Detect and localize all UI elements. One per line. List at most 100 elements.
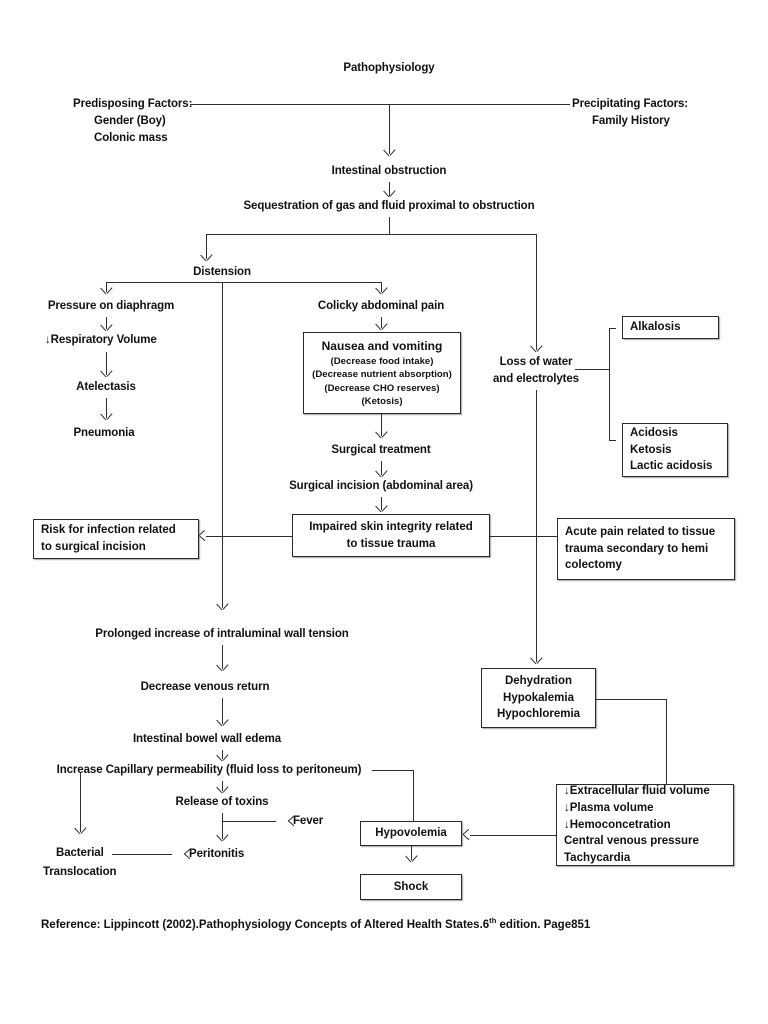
connector-capillary-to-toxins <box>222 781 224 791</box>
acidosis-line-2: Ketosis <box>630 443 672 456</box>
connector-dehydration-elbow-h <box>596 699 667 701</box>
box-alkalosis: Alkalosis <box>622 316 719 339</box>
node-fever: Fever <box>293 815 324 827</box>
loss-of-water-branch-bus <box>609 328 611 440</box>
hypovolemia-line-1: Hypovolemia <box>375 827 447 840</box>
connector-toxins-to-peritonitis <box>222 813 224 839</box>
acidosis-line-3: Lactic acidosis <box>630 460 713 473</box>
factors-connector-line <box>190 104 570 106</box>
node-release-of-toxins: Release of toxins <box>175 796 269 808</box>
connector-fluid-volume-to-hypovolemia <box>470 835 556 837</box>
node-intestinal-obstruction: Intestinal obstruction <box>331 165 447 177</box>
acute-pain-line-1: Acute pain related to tissue <box>565 525 716 538</box>
box-impaired-skin-integrity: Impaired skin integrity related to tissu… <box>292 514 490 557</box>
sequestration-split-bus <box>206 234 536 236</box>
node-surgical-treatment: Surgical treatment <box>331 444 431 456</box>
node-pressure-on-diaphragm: Pressure on diaphragm <box>47 300 175 312</box>
node-loss-of-water-line2: and electrolytes <box>493 373 579 385</box>
connector-incision-to-impaired-skin <box>381 497 383 510</box>
box-dehydration: Dehydration Hypokalemia Hypochloremia <box>481 668 596 728</box>
dehydration-line-3: Hypochloremia <box>496 708 581 721</box>
connector-factors-to-obstruction <box>389 104 391 154</box>
node-decrease-venous-return: Decrease venous return <box>140 681 270 693</box>
connector-treatment-to-incision <box>381 461 383 475</box>
node-peritonitis: Peritonitis <box>189 848 245 860</box>
connector-edema-to-capillary <box>222 750 224 759</box>
node-sequestration: Sequestration of gas and fluid proximal … <box>243 200 535 212</box>
connector-capillary-elbow-v <box>413 770 415 821</box>
connector-bacterial-to-peritonitis <box>112 854 172 856</box>
acidosis-line-1: Acidosis <box>630 426 678 439</box>
connector-loss-of-water-to-dehydration <box>536 390 538 662</box>
acute-pain-line-3: colectomy <box>565 559 622 572</box>
node-respiratory-volume-label: Respiratory Volume <box>50 334 157 346</box>
predisposing-factors-label: Predisposing Factors: <box>73 98 193 110</box>
node-bowel-wall-edema: Intestinal bowel wall edema <box>132 733 282 745</box>
decrease-arrow-glyph: ↓ <box>45 334 51 346</box>
connector-dehydration-elbow-v <box>666 699 668 784</box>
connector-toxins-to-fever <box>222 821 276 823</box>
node-respiratory-volume: ↓Respiratory Volume <box>45 333 157 348</box>
connector-sequestration-stem <box>389 217 391 234</box>
node-distension: Distension <box>193 266 251 278</box>
box-acidosis: Acidosis Ketosis Lactic acidosis <box>622 423 728 477</box>
nausea-line-4: (Ketosis) <box>361 395 403 407</box>
node-atelectasis: Atelectasis <box>76 381 136 393</box>
connector-venous-return-to-edema <box>222 698 224 724</box>
reference-prefix: Reference: Lippincott (2002).Pathophysio… <box>41 918 490 931</box>
connector-impaired-skin-to-acute-pain <box>490 536 564 538</box>
impaired-skin-line-1: Impaired skin integrity related <box>309 520 473 533</box>
nausea-line-1: (Decrease food intake) <box>330 356 434 368</box>
nausea-line-2: (Decrease nutrient absorption) <box>312 369 452 381</box>
box-nausea-and-vomiting: Nausea and vomiting (Decrease food intak… <box>303 332 461 414</box>
connector-hypovolemia-to-shock <box>411 846 413 860</box>
precipitating-factor-family-history: Family History <box>592 115 670 127</box>
reference-note: Reference: Lippincott (2002).Pathophysio… <box>41 916 590 931</box>
node-capillary-permeability: Increase Capillary permeability (fluid l… <box>56 764 362 776</box>
nausea-line-3: (Decrease CHO reserves) <box>324 382 440 394</box>
connector-impaired-skin-to-risk-infection <box>206 536 292 538</box>
connector-obstruction-to-sequestration <box>389 182 391 196</box>
connector-respiratory-volume-to-atelectasis <box>106 352 108 375</box>
fluid-volume-line-5: Tachycardia <box>564 852 631 865</box>
impaired-skin-line-2: to tissue trauma <box>346 537 436 550</box>
predisposing-factor-colonic-mass: Colonic mass <box>94 132 168 144</box>
node-surgical-incision: Surgical incision (abdominal area) <box>289 480 473 492</box>
node-loss-of-water-line1: Loss of water <box>499 356 573 368</box>
connector-atelectasis-to-pneumonia <box>106 398 108 418</box>
box-acute-pain: Acute pain related to tissue trauma seco… <box>557 518 735 580</box>
dehydration-line-2: Hypokalemia <box>503 691 574 704</box>
alkalosis-line-1: Alkalosis <box>630 321 681 334</box>
fluid-volume-line-4: Central venous pressure <box>564 835 699 848</box>
connector-capillary-to-bacterial <box>80 772 82 832</box>
precipitating-factors-label: Precipitating Factors: <box>572 98 689 110</box>
connector-distension-left-leg <box>106 282 108 292</box>
connector-colicky-to-nausea <box>381 317 383 328</box>
risk-infection-line-2: to surgical incision <box>41 541 146 553</box>
reference-superscript: th <box>489 916 497 925</box>
connector-distension-right-leg <box>381 282 383 292</box>
node-bacterial-line1: Bacterial <box>56 847 104 859</box>
risk-infection-line-1: Risk for infection related <box>41 524 176 537</box>
fluid-volume-line-1: ↓Extracellular fluid volume <box>564 785 710 798</box>
shock-line-1: Shock <box>393 880 429 893</box>
box-fluid-volume-changes: ↓Extracellular fluid volume ↓Plasma volu… <box>556 784 734 866</box>
connector-to-alkalosis <box>609 328 616 330</box>
nausea-title: Nausea and vomiting <box>321 338 443 353</box>
connector-bus-to-loss-of-water <box>536 234 538 350</box>
node-pneumonia: Pneumonia <box>73 427 135 439</box>
page-title: Pathophysiology <box>343 62 435 74</box>
connector-to-acidosis <box>609 440 616 442</box>
node-colicky-abdominal-pain: Colicky abdominal pain <box>317 300 445 312</box>
box-shock: Shock <box>360 874 462 900</box>
connector-nausea-to-surgical-treatment <box>381 414 383 436</box>
distension-split-bus <box>106 282 381 284</box>
connector-capillary-elbow-h <box>372 770 414 772</box>
connector-diaphragm-to-respiratory-volume <box>106 317 108 329</box>
acute-pain-line-2: trauma secondary to hemi <box>565 542 709 555</box>
fluid-volume-line-2: ↓Plasma volume <box>564 802 654 814</box>
connector-prolonged-to-venous-return <box>222 645 224 669</box>
fluid-volume-line-3: ↓Hemoconcetration <box>564 818 671 831</box>
connector-distension-to-prolonged-increase <box>222 282 224 608</box>
